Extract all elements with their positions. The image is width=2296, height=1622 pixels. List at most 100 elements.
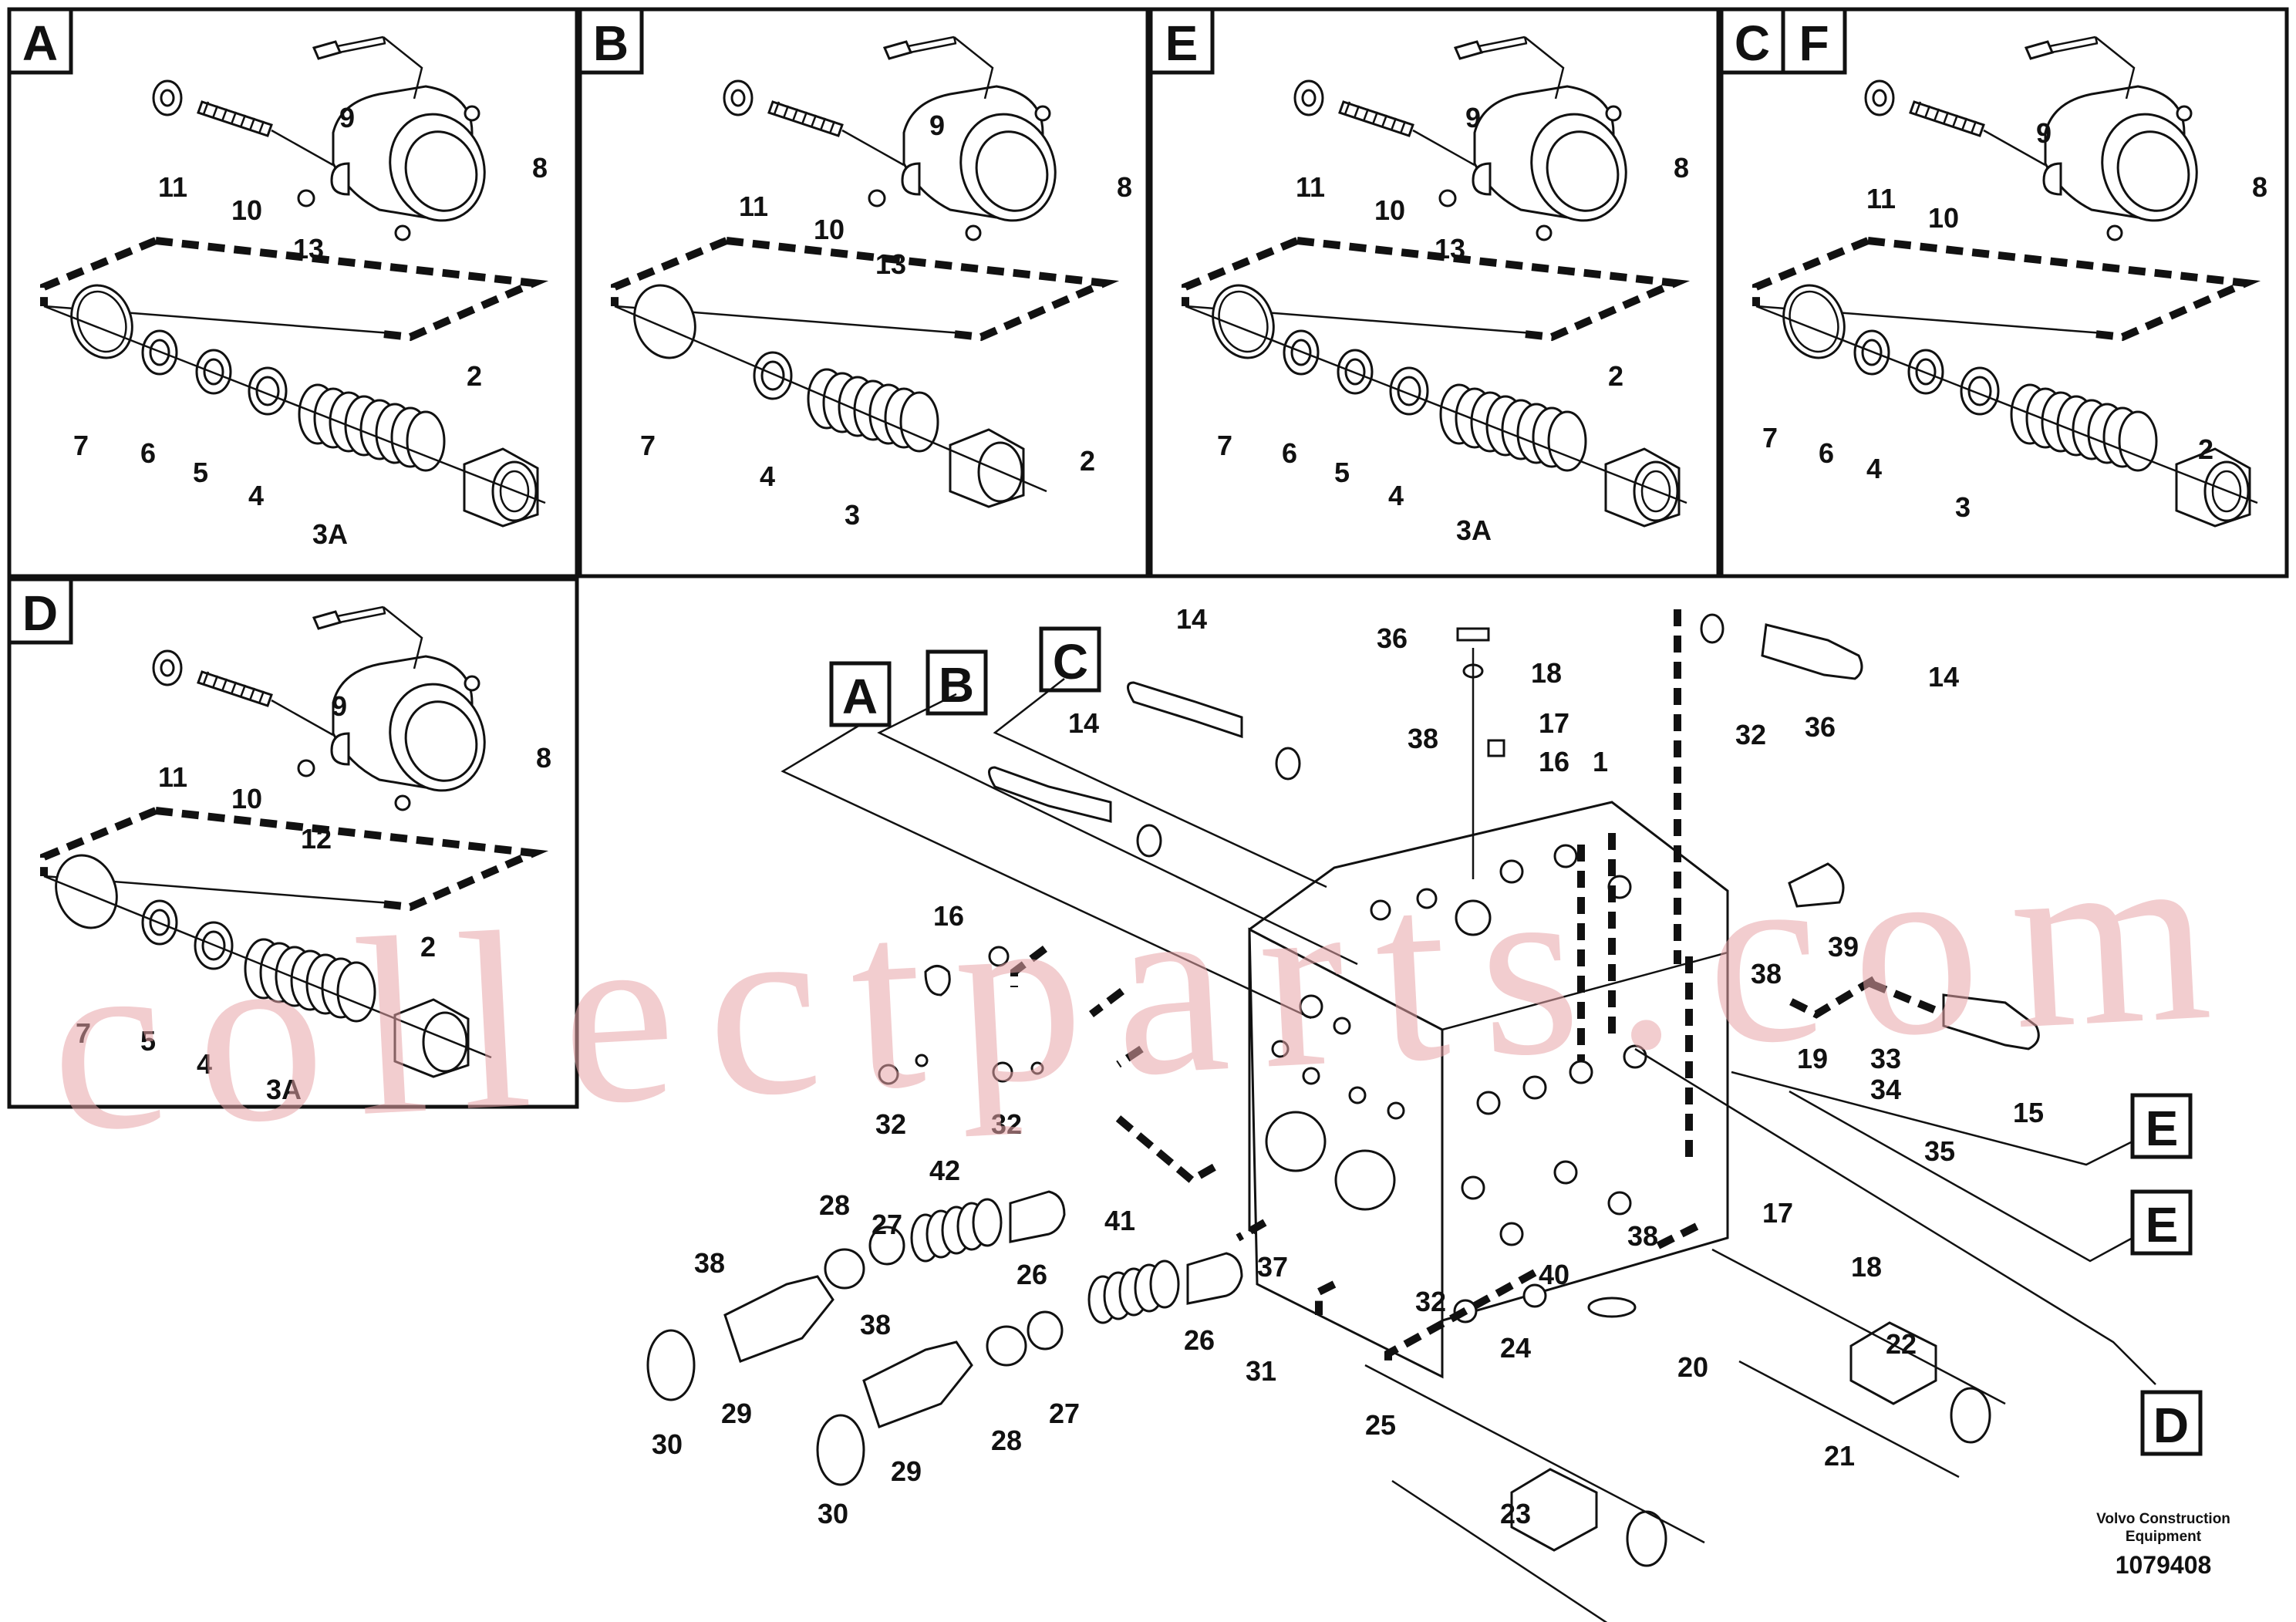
panel-b-letter: B [593, 15, 629, 71]
panel-b-drawing [615, 37, 1104, 508]
svg-text:8: 8 [536, 742, 551, 774]
callout-b: B [925, 649, 988, 716]
svg-text:4: 4 [248, 480, 264, 511]
svg-text:13: 13 [293, 233, 324, 265]
svg-text:11: 11 [158, 171, 187, 203]
svg-text:11: 11 [739, 191, 768, 222]
panel-a-letter: A [22, 15, 58, 71]
svg-text:26: 26 [1017, 1259, 1047, 1290]
svg-text:32: 32 [875, 1108, 906, 1140]
svg-text:2: 2 [420, 931, 436, 963]
panel-e-labels: 9 11 10 13 8 7 6 5 4 3A 2 [1217, 102, 1689, 546]
svg-text:3A: 3A [1456, 514, 1492, 546]
svg-text:38: 38 [694, 1247, 725, 1279]
svg-text:10: 10 [814, 214, 845, 245]
svg-text:19: 19 [1797, 1043, 1828, 1074]
callout-a: A [829, 661, 892, 727]
svg-text:17: 17 [1539, 707, 1569, 739]
panel-c-letter: C [1735, 15, 1770, 71]
svg-text:41: 41 [1104, 1205, 1135, 1236]
svg-text:8: 8 [532, 152, 548, 184]
svg-text:26: 26 [1184, 1324, 1215, 1356]
svg-text:8: 8 [1674, 152, 1689, 184]
svg-text:10: 10 [231, 194, 262, 226]
panel-a-labels: 9 11 10 13 8 7 6 5 4 3A 2 [73, 102, 548, 550]
svg-text:40: 40 [1539, 1259, 1569, 1290]
footer-line1: Volvo Construction [2096, 1511, 2230, 1527]
panel-c-letter-box: C [1719, 7, 1785, 75]
main-labels: 14 36 18 17 16 38 1 14 32 36 14 39 16 38… [652, 603, 2044, 1529]
svg-text:2: 2 [1608, 360, 1623, 392]
main-fittings [646, 613, 2040, 1622]
svg-text:36: 36 [1805, 711, 1836, 743]
svg-text:6: 6 [1282, 437, 1297, 469]
svg-text:6: 6 [1819, 437, 1834, 469]
main-drawing [646, 609, 2156, 1622]
svg-text:27: 27 [1049, 1398, 1080, 1429]
svg-text:14: 14 [1068, 707, 1099, 739]
drawing-id: 1079408 [2116, 1551, 2212, 1579]
svg-text:3A: 3A [312, 518, 348, 550]
footer: Volvo Construction Equipment 1079408 [2096, 1511, 2230, 1579]
svg-text:9: 9 [1465, 102, 1481, 133]
panel-b-letter-box: B [578, 7, 644, 75]
svg-text:7: 7 [73, 430, 89, 461]
svg-text:11: 11 [1866, 183, 1896, 214]
callout-e2: E [2130, 1189, 2193, 1256]
svg-text:B: B [939, 657, 974, 713]
svg-text:16: 16 [1539, 746, 1569, 777]
svg-text:5: 5 [1334, 457, 1350, 488]
callout-e1: E [2130, 1093, 2193, 1159]
svg-text:8: 8 [1117, 171, 1132, 203]
svg-text:38: 38 [860, 1309, 891, 1340]
svg-text:29: 29 [721, 1398, 752, 1429]
panel-letter-boxes: A B E C F D [7, 7, 1847, 645]
svg-text:21: 21 [1824, 1440, 1855, 1472]
panel-d-drawing [44, 607, 534, 1078]
svg-text:4: 4 [1388, 480, 1404, 511]
callout-d: D [2140, 1390, 2203, 1456]
svg-text:13: 13 [1435, 233, 1465, 265]
svg-text:10: 10 [1374, 194, 1405, 226]
svg-text:17: 17 [1762, 1197, 1793, 1229]
svg-text:A: A [842, 669, 878, 724]
svg-text:5: 5 [193, 457, 208, 488]
svg-text:36: 36 [1377, 622, 1408, 654]
svg-text:14: 14 [1928, 661, 1959, 693]
svg-text:E: E [2146, 1197, 2179, 1253]
svg-text:7: 7 [640, 430, 656, 461]
svg-text:4: 4 [197, 1048, 212, 1080]
svg-text:39: 39 [1828, 931, 1859, 963]
callout-c: C [1039, 626, 1101, 693]
svg-text:D: D [2153, 1398, 2189, 1453]
svg-text:9: 9 [929, 110, 945, 141]
panel-e-letter-box: E [1148, 7, 1215, 75]
svg-text:2: 2 [467, 360, 482, 392]
panel-d-labels: 9 11 10 12 8 7 5 4 3A 2 [76, 690, 551, 1105]
panel-d-letter-box: D [7, 577, 73, 645]
main-callout-boxes: A B C E E D [829, 626, 2203, 1456]
svg-text:18: 18 [1531, 657, 1562, 689]
svg-text:10: 10 [1928, 202, 1959, 234]
svg-text:E: E [2146, 1101, 2179, 1156]
svg-text:14: 14 [1176, 603, 1207, 635]
svg-text:15: 15 [2013, 1097, 2044, 1128]
svg-text:24: 24 [1500, 1332, 1531, 1364]
svg-text:33: 33 [1870, 1043, 1901, 1074]
svg-text:32: 32 [1415, 1286, 1446, 1317]
panel-d-letter: D [22, 585, 58, 641]
svg-text:38: 38 [1627, 1220, 1658, 1252]
svg-text:C: C [1053, 634, 1088, 690]
footer-line2: Equipment [2126, 1529, 2202, 1545]
svg-text:22: 22 [1886, 1328, 1917, 1360]
svg-text:7: 7 [1762, 422, 1778, 454]
svg-text:34: 34 [1870, 1074, 1901, 1105]
svg-text:30: 30 [652, 1428, 683, 1460]
svg-text:30: 30 [818, 1498, 848, 1529]
panel-cf-labels: 9 11 10 8 7 6 4 3 2 [1762, 117, 2267, 523]
svg-text:4: 4 [760, 460, 775, 492]
svg-text:1: 1 [1593, 746, 1608, 777]
panel-frames [7, 7, 2289, 1109]
svg-text:37: 37 [1257, 1251, 1288, 1283]
